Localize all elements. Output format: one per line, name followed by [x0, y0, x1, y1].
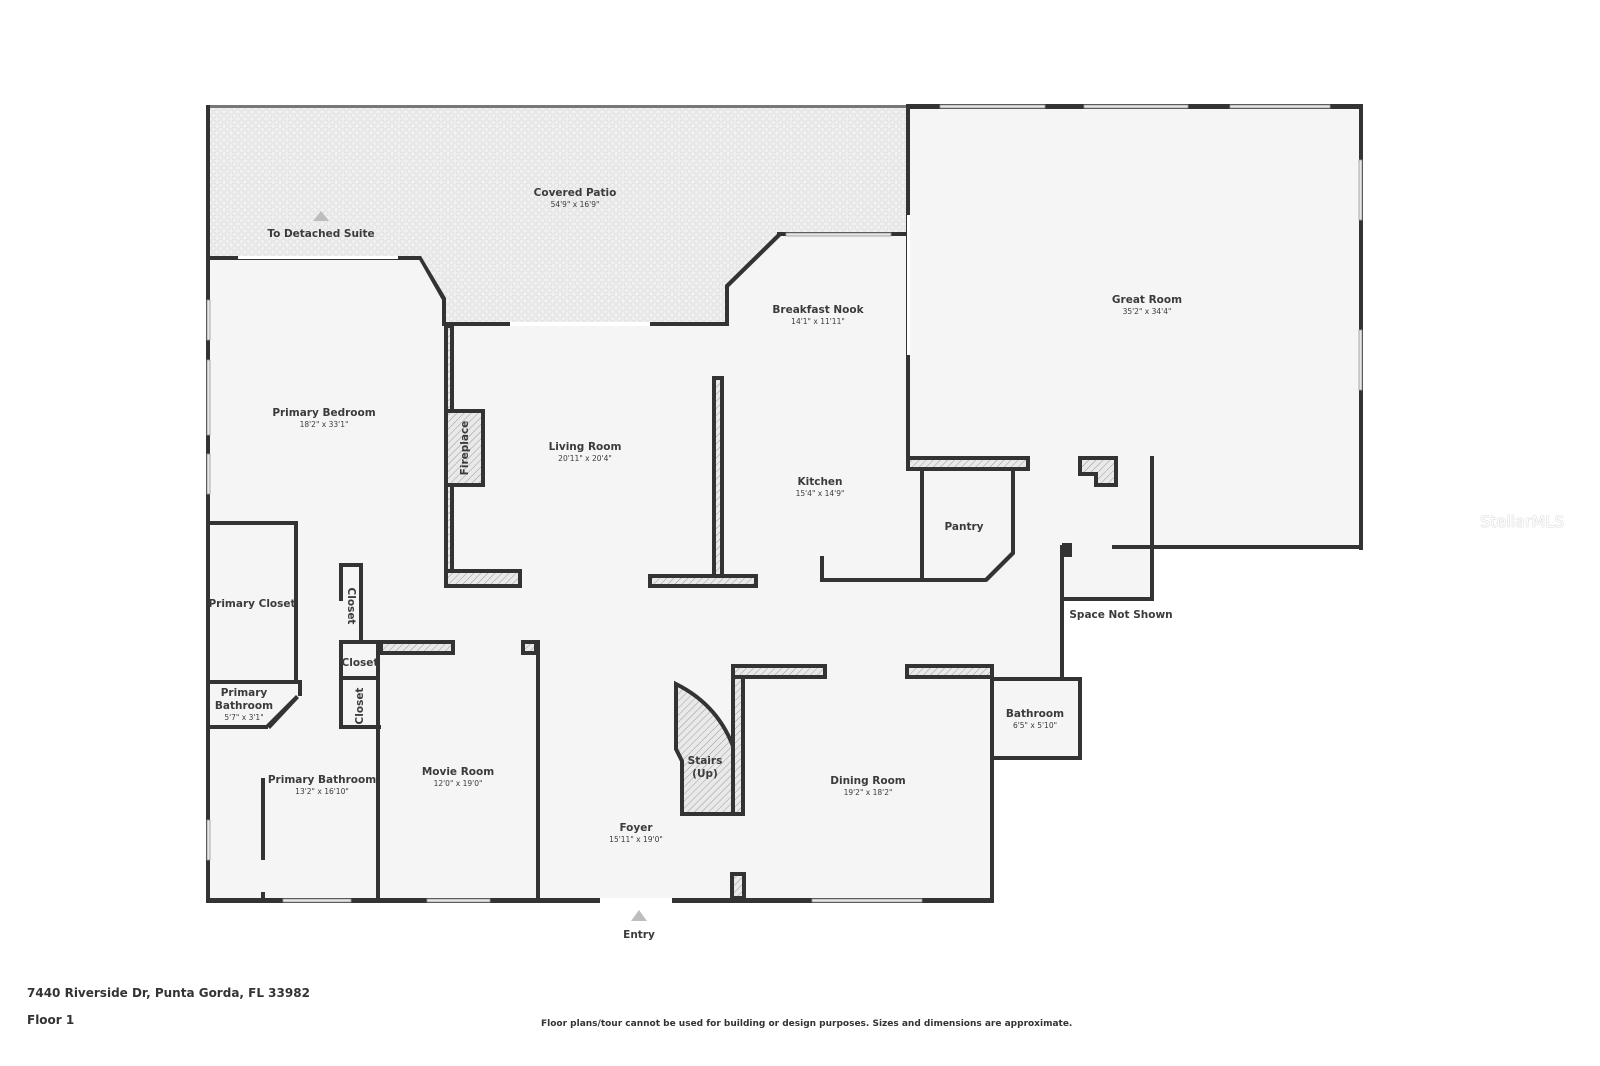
covered-patio-area	[209, 108, 908, 324]
covered-patio-dims: 54'9" x 16'9"	[551, 200, 600, 209]
bathroom-dims: 6'5" x 5'10"	[1013, 721, 1057, 730]
primary-bathroom-label: Primary Bathroom	[268, 774, 376, 786]
entry-marker-icon	[631, 910, 647, 921]
closet-label-1: Closet	[345, 588, 357, 625]
primary-bedroom-dims: 18'2" x 33'1"	[300, 420, 349, 429]
living-room-label: Living Room	[549, 441, 622, 453]
living-room-dims: 20'11" x 20'4"	[558, 454, 612, 463]
pantry-label: Pantry	[944, 521, 983, 533]
primary-bathroom-dims: 13'2" x 16'10"	[295, 787, 349, 796]
bathroom-label: Bathroom	[1006, 708, 1064, 720]
stairs-label: Stairs	[688, 755, 723, 767]
fireplace-label: Fireplace	[459, 421, 471, 476]
kitchen-dims: 15'4" x 14'9"	[796, 489, 845, 498]
to-detached-suite-label: To Detached Suite	[267, 228, 374, 240]
entry-label: Entry	[623, 929, 655, 941]
stairs-direction: (Up)	[692, 768, 718, 780]
movie-room-dims: 12'0" x 19'0"	[434, 779, 483, 788]
primary-closet-label: Primary Closet	[208, 598, 295, 610]
interior-walls	[206, 232, 1118, 903]
floor-label: Floor 1	[27, 1013, 75, 1027]
property-address: 7440 Riverside Dr, Punta Gorda, FL 33982	[27, 986, 310, 1000]
detached-suite-marker-icon	[313, 211, 329, 221]
windows	[206, 104, 1363, 903]
covered-patio-label: Covered Patio	[534, 187, 617, 199]
primary-bathroom-small-dims: 5'7" x 3'1"	[224, 713, 263, 722]
primary-bedroom-label: Primary Bedroom	[272, 407, 375, 419]
primary-bathroom-small-label-1: Primary	[221, 687, 268, 699]
watermark: StellarMLS	[1480, 512, 1565, 531]
movie-room-label: Movie Room	[422, 766, 494, 778]
foyer-label: Foyer	[619, 822, 653, 834]
kitchen-label: Kitchen	[797, 476, 842, 488]
primary-bathroom-small-label-2: Bathroom	[215, 700, 273, 712]
dining-room-dims: 19'2" x 18'2"	[844, 788, 893, 797]
breakfast-nook-dims: 14'1" x 11'11"	[791, 317, 845, 326]
breakfast-nook-label: Breakfast Nook	[772, 304, 864, 316]
disclaimer: Floor plans/tour cannot be used for buil…	[541, 1019, 1073, 1029]
closet-label-2: Closet	[342, 657, 379, 669]
great-room-label: Great Room	[1112, 294, 1182, 306]
foyer-dims: 15'11" x 19'0"	[609, 835, 663, 844]
dining-room-label: Dining Room	[830, 775, 906, 787]
closet-label-3: Closet	[354, 688, 366, 725]
room-labels: Covered Patio 54'9" x 16'9" Great Room 3…	[208, 187, 1182, 941]
interior-floor	[209, 108, 1362, 900]
great-room-dims: 35'2" x 34'4"	[1123, 307, 1172, 316]
space-not-shown-label: Space Not Shown	[1069, 609, 1172, 621]
